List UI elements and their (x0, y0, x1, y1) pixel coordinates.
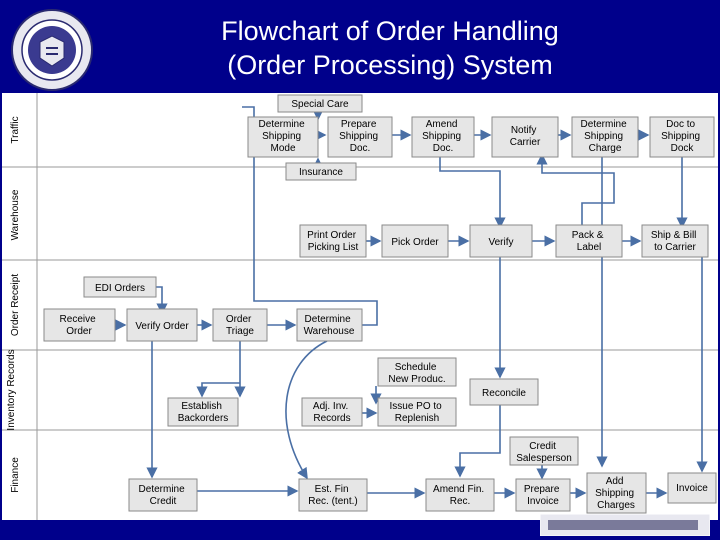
label-issue-po: Issue PO to Replenish (389, 401, 444, 424)
label-ship-bill: Ship & Bill to Carrier (651, 230, 699, 253)
flow-connectors (115, 106, 708, 499)
box-adj-inv-records (301, 397, 363, 427)
label-prepare-shipping-doc: Prepare Shipping Doc. (339, 119, 381, 154)
flowchart-boxes (43, 94, 717, 514)
box-prepare-invoice (515, 478, 571, 512)
box-add-shipping-charges (586, 472, 647, 514)
box-determine-shipping-mode (247, 116, 319, 158)
university-seal-icon (11, 9, 93, 91)
title-line-2: (Order Processing) System (227, 50, 553, 80)
college-logo-banner (540, 514, 710, 536)
flowchart-panel: Traffic Warehouse Order Receipt Inventor… (2, 93, 718, 520)
box-issue-po (377, 397, 457, 427)
label-reconcile: Reconcile (482, 388, 526, 399)
label-notify-carrier: Notify Carrier (510, 125, 541, 148)
label-amend-shipping-doc: Amend Shipping Doc. (422, 119, 464, 154)
box-verify-order (126, 308, 198, 342)
label-special-care: Special Care (291, 99, 349, 110)
box-invoice (667, 472, 717, 504)
title-line-1: Flowchart of Order Handling (221, 16, 559, 46)
box-print-order-picking-list (299, 224, 367, 258)
slide-title: Flowchart of Order Handling (Order Proce… (150, 14, 630, 82)
label-doc-to-shipping-dock: Doc to Shipping Dock (661, 119, 703, 154)
box-verify (469, 224, 533, 258)
lane-finance: Finance (10, 457, 21, 493)
box-establish-backorders (167, 397, 239, 427)
box-prepare-shipping-doc (327, 116, 393, 158)
box-special-care (277, 94, 363, 113)
box-order-triage (212, 308, 268, 342)
box-edi-orders (83, 276, 157, 298)
lane-inventory-records: Inventory Records (6, 349, 17, 430)
label-verify: Verify (488, 237, 513, 248)
box-notify-carrier (491, 116, 559, 158)
box-credit-salesperson (509, 436, 579, 466)
lane-order-receipt: Order Receipt (10, 274, 21, 336)
lane-separators (2, 93, 718, 520)
label-credit-salesperson: Credit Salesperson (516, 441, 572, 464)
box-pick-order (381, 224, 449, 258)
box-determine-credit (128, 478, 198, 512)
label-establish-backorders: Establish Backorders (178, 401, 229, 424)
label-determine-shipping-mode: Determine Shipping Mode (259, 119, 308, 154)
box-doc-to-shipping-dock (649, 116, 715, 158)
box-receive-order (43, 308, 116, 342)
label-invoice: Invoice (676, 483, 708, 494)
box-insurance (285, 162, 357, 181)
label-pick-order: Pick Order (391, 237, 439, 248)
label-schedule-new-produc: Schedule New Produc. (388, 362, 445, 385)
label-prepare-invoice: Prepare Invoice (524, 484, 562, 507)
label-amend-fin-rec: Amend Fin. Rec. (433, 484, 487, 507)
box-est-fin-rec (298, 478, 368, 512)
label-order-triage: Order Triage (226, 314, 255, 337)
box-determine-warehouse (296, 308, 363, 342)
box-ship-bill (641, 224, 709, 258)
flowchart-diagram: Traffic Warehouse Order Receipt Inventor… (2, 93, 718, 520)
label-print-order-picking-list: Print Order Picking List (307, 230, 359, 253)
label-determine-shipping-charge: Determine Shipping Charge (581, 119, 630, 154)
box-amend-shipping-doc (411, 116, 475, 158)
box-reconcile (469, 378, 539, 406)
label-pack-label: Pack & Label (572, 230, 606, 253)
box-determine-shipping-charge (571, 116, 639, 158)
label-determine-warehouse: Determine Warehouse (304, 314, 355, 337)
label-determine-credit: Determine Credit (139, 484, 188, 507)
lane-traffic: Traffic (10, 116, 21, 143)
box-schedule-new-produc (377, 357, 457, 387)
label-insurance: Insurance (299, 167, 343, 178)
lane-warehouse: Warehouse (10, 189, 21, 240)
label-receive-order: Receive Order (60, 314, 99, 337)
label-edi-orders: EDI Orders (95, 283, 145, 294)
label-est-fin-rec: Est. Fin Rec. (tent.) (308, 484, 357, 507)
flowchart-labels: Special Care Determine Shipping Mode Pre… (60, 99, 709, 511)
label-adj-inv-records: Adj. Inv. Records (313, 401, 351, 424)
label-add-shipping-charges: Add Shipping Charges (595, 476, 637, 511)
label-verify-order: Verify Order (135, 321, 189, 332)
box-pack-label (555, 224, 623, 258)
box-amend-fin-rec (425, 478, 495, 512)
